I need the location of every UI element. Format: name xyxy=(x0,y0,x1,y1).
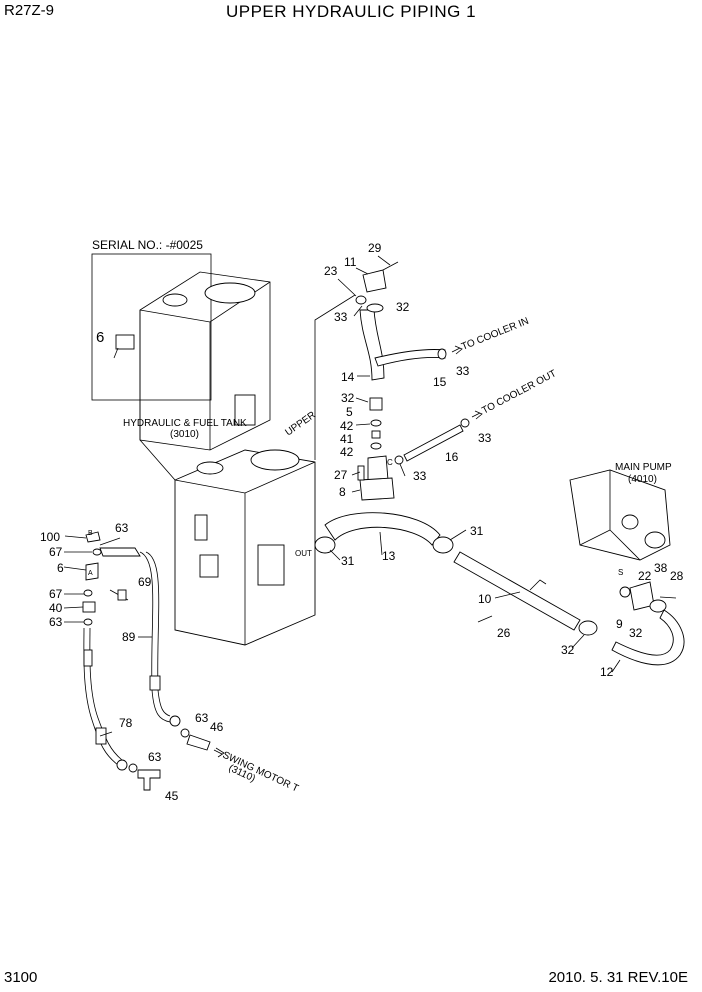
callout: 31 xyxy=(341,554,355,568)
callout: 12 xyxy=(600,665,614,679)
callout: 32 xyxy=(341,391,355,405)
tank-name: HYDRAULIC & FUEL TANK xyxy=(123,418,247,429)
callout: 26 xyxy=(497,626,511,640)
callout: 14 xyxy=(341,370,355,384)
callout: 11 xyxy=(344,255,357,269)
callout: 42 xyxy=(340,445,354,459)
port-a: A xyxy=(88,570,93,577)
callout: 69 xyxy=(138,575,152,589)
callout: 13 xyxy=(382,549,396,563)
callout: 63 xyxy=(115,521,129,535)
callout: 63 xyxy=(195,711,209,725)
callout: 6 xyxy=(57,561,64,575)
callout: 33 xyxy=(478,431,492,445)
callout: 22 xyxy=(638,569,652,583)
port-s: S xyxy=(618,568,623,577)
callout: 5 xyxy=(346,405,353,419)
callout: 67 xyxy=(49,545,63,559)
serial-inset: SERIAL NO.: -#0025 6 xyxy=(91,238,271,451)
callout-numbers: 29 11 23 32 33 33 14 15 32 5 42 41 42 16… xyxy=(40,241,684,803)
page-title: UPPER HYDRAULIC PIPING 1 xyxy=(225,2,477,21)
callout: 15 xyxy=(433,375,447,389)
main-pump: MAIN PUMP (4010) S xyxy=(569,462,685,666)
callout: 9 xyxy=(616,617,623,631)
callout: 33 xyxy=(413,469,427,483)
port-upper: UPPER xyxy=(283,410,318,439)
cooler-in-label: TO COOLER IN xyxy=(460,316,530,353)
return-piping: TO COOLER IN TO COOLER OUT C xyxy=(314,261,598,636)
callout: 38 xyxy=(654,561,668,575)
callout: 42 xyxy=(340,419,354,433)
callout: 29 xyxy=(368,241,382,255)
callout: 46 xyxy=(210,720,224,734)
port-c: C xyxy=(387,458,393,467)
callout: 89 xyxy=(122,630,136,644)
callout: 63 xyxy=(49,615,63,629)
model-code: R27Z-9 xyxy=(4,2,55,19)
pump-name: MAIN PUMP xyxy=(615,462,672,473)
callout: 32 xyxy=(396,300,410,314)
callout: 31 xyxy=(470,524,484,538)
callout: 63 xyxy=(148,750,162,764)
callout: 23 xyxy=(324,264,338,278)
callout: 78 xyxy=(119,716,133,730)
serial-label: SERIAL NO.: -#0025 xyxy=(92,238,203,252)
callout: 33 xyxy=(456,364,470,378)
cooler-out-label: TO COOLER OUT xyxy=(480,368,558,416)
leader-lines xyxy=(63,255,621,737)
callout: 67 xyxy=(49,587,63,601)
callout: 16 xyxy=(445,450,459,464)
revision-date: 2010. 5. 31 REV.10E xyxy=(548,969,688,986)
callout: 32 xyxy=(561,643,575,657)
callout: 100 xyxy=(40,530,60,544)
callout: 41 xyxy=(340,432,354,446)
callout: 8 xyxy=(339,485,346,499)
tank-ref: (3010) xyxy=(170,429,199,440)
callout: 28 xyxy=(670,569,684,583)
page-number: 3100 xyxy=(4,969,38,986)
callout: 40 xyxy=(49,601,63,615)
port-out: OUT xyxy=(295,549,312,558)
callout: 6 xyxy=(96,329,104,346)
callout: 33 xyxy=(334,310,348,324)
callout: 27 xyxy=(334,468,348,482)
port-b: B xyxy=(88,530,93,537)
pump-ref: (4010) xyxy=(628,474,657,485)
callout: 10 xyxy=(478,592,492,606)
callout: 32 xyxy=(629,626,643,640)
callout: 45 xyxy=(165,789,179,803)
